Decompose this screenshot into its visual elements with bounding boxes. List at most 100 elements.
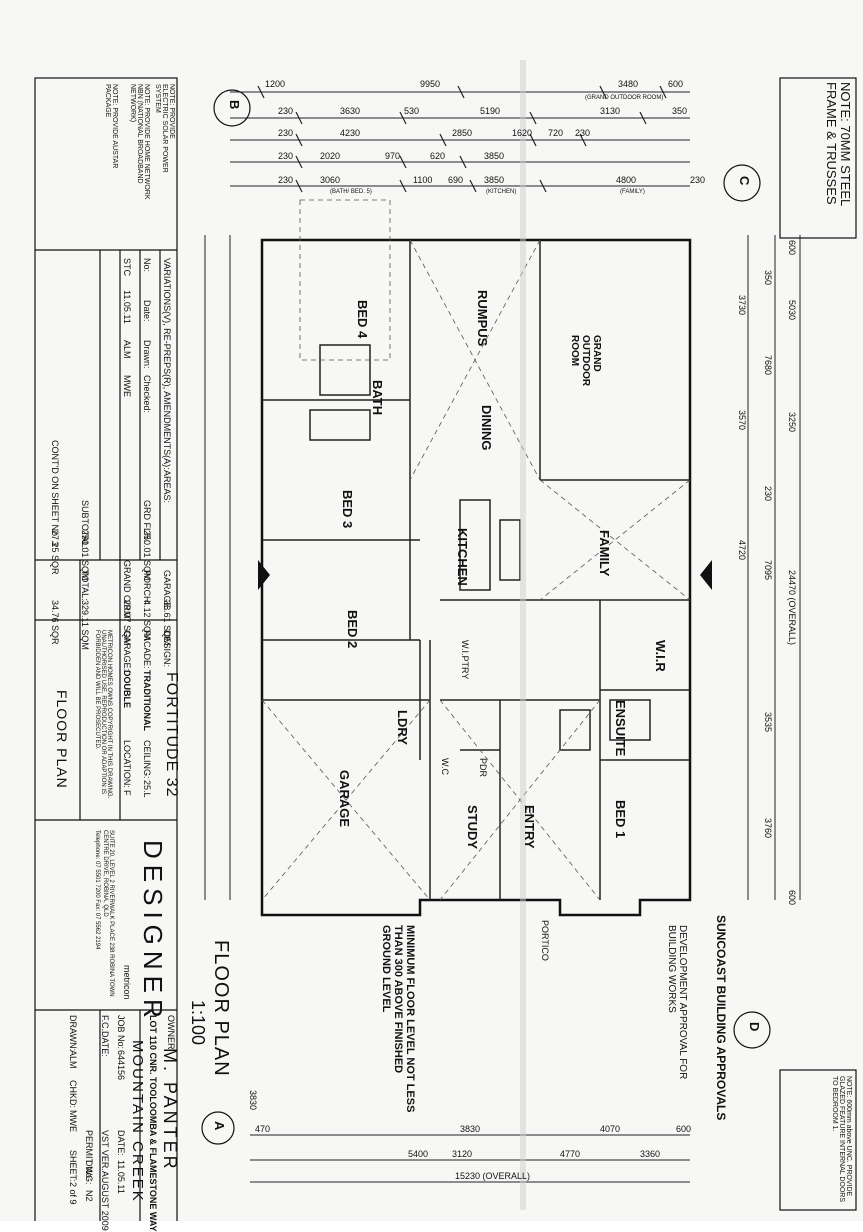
dim-bottom-3: 15230 (OVERALL) [455,1171,531,1181]
sheet-title-small: FLOOR PLAN [54,690,70,789]
design-name: FORTITUDE 32 [163,672,180,798]
fc-date-label: F.C.DATE: [100,1015,110,1057]
section-marker-c: C [737,176,752,186]
dim-top-2-5: 350 [672,106,688,116]
variations-heading: VARIATIONS(V), RE-PREPS(R), AMENDMENTS(A… [162,258,172,470]
company-name: DESIGNER [138,840,168,1024]
room-entry: ENTRY [522,805,537,849]
drawn-value: ALM [68,1050,78,1069]
room-dining: DINING [479,405,494,451]
dim-bottom-5: 4770 [560,1149,581,1159]
dim-right-4: 7680 [763,355,773,376]
dim-top-2-0: 230 [278,106,294,116]
room-study: STUDY [465,805,480,850]
dim-right-2: 3730 [737,295,747,316]
dwg-label: DWG: [84,1160,94,1185]
dim-top-1-1: 9950 [420,79,441,89]
location-label: LOCATION: [122,740,132,788]
areas-total-value: 329.11 SQM [80,600,90,650]
dim-top-3-0: 230 [278,128,294,138]
dim-top-5-1: 3060 [320,175,341,185]
dim-top-5-4: 3850 [484,175,505,185]
dim-bottom-2: 5400 [408,1149,429,1159]
garage-type-value: DOUBLE [122,670,132,708]
dim-right-12: 3760 [763,818,773,839]
dim-top-3-5: 230 [575,128,591,138]
dim-top-1-3: 600 [668,79,684,89]
company-address: SUITE 20, LEVEL 2 RIVERWALK PLACE 238 RO… [102,830,114,997]
dim-right-6: 3250 [787,412,797,433]
room-garage: GARAGE [337,770,352,828]
dim-top-5-sub-3: (FAMILY) [620,189,645,195]
areas-total-label: TOTAL: [80,570,90,601]
dim-right-13: 600 [787,890,797,906]
note-steel-frame: NOTE: 70MM STEEL FRAME & TRUSSES [824,82,853,206]
dim-top-4-4: 3850 [484,151,505,161]
room-rumpus: RUMPUS [475,290,490,347]
areas-total-squares: 34.76 SQR [50,600,60,645]
dim-right-8: 4720 [737,540,747,561]
stamp-suncoast: SUNCOAST BUILDING APPROVALS [714,915,728,1121]
facade-value: TRADITIONAL [142,670,152,731]
dim-bottom-4: 3120 [452,1149,473,1159]
room-family: FAMILY [597,530,612,577]
note-austar: NOTE: PROVIDE AUSTAR PACKAGE [104,84,118,169]
dim-right-5: 3570 [737,410,747,431]
dim-top-3-1: 4230 [340,128,361,138]
room-wc: W.C [440,758,450,775]
date-label: DATE: [116,1130,126,1156]
room-kitchen: KITCHEN [455,528,470,586]
dwg-value: N2 [84,1190,94,1202]
lot-address: LOT 110 CNR. TOOLOOMBA & FLAMESTONE WAY [148,1015,158,1232]
dim-top-4-0: 230 [278,151,294,161]
dim-top-4-3: 620 [430,151,446,161]
dim-top-1-2: 3480 [618,79,639,89]
variations-col-drawn: Drawn: [142,340,152,369]
sheet-title: FLOOR PLAN [210,940,232,1077]
owner-name: M. PANTER [160,1048,180,1172]
dim-top-3-2: 2850 [452,128,473,138]
section-marker-a: A [212,1121,227,1131]
dim-top-2-2: 530 [404,106,420,116]
variation-1-checked: MWE [122,375,132,397]
dim-bottom-1: 4070 [600,1124,621,1134]
dim-right-3: 5030 [787,300,797,321]
dim-right-7: 230 [763,486,773,502]
dim-top-5-5: 4800 [616,175,637,185]
sheet-no-value: 2 of 9 [68,1182,78,1205]
note-solar: NOTE: PROVIDE ELECTRIC SOLAR POWER SYSTE… [154,84,175,173]
dim-right-9: 7095 [763,560,773,581]
dim-top-2-1: 3630 [340,106,361,116]
room-grand-outdoor: GRAND OUTDOOR ROOM [569,335,602,387]
room-bed1: BED 1 [613,800,628,839]
dim-top-2-3: 5190 [480,106,501,116]
room-bath: BATH [370,380,385,416]
location-value: F [122,790,132,796]
dim-bottom-7: 470 [255,1124,271,1134]
dim-top-3-3: 1620 [512,128,533,138]
dim-bottom-8: 600 [676,1124,692,1134]
room-wir: W.I.R [653,640,668,672]
dim-top-1-0: 1200 [265,79,286,89]
dim-top-5-sub-0: (BATH/ BED. 5) [330,189,372,195]
note-floor-level: MINIMUM FLOOR LEVEL NOT LESS THAN 300 AB… [380,925,416,1113]
variation-1-date: 11.05.11 [122,290,132,324]
variation-1-drawn: ALM [122,340,132,359]
ceiling-label: CEILING: [142,740,152,779]
date-value: 11.05.11 [116,1160,126,1194]
dim-right-1: 350 [763,270,773,286]
company-phone: Telephone: 07 5501 7200 Fax: 07 5562 219… [94,830,100,950]
section-marker-d: D [747,1022,762,1032]
dim-top-4-2: 970 [385,151,401,161]
dim-bottom-0: 3830 [248,1090,258,1111]
variation-1-no: STC [122,258,132,276]
garage-type-label: GARAGE: [122,630,132,672]
ceiling-value: 25.L [142,780,152,798]
dim-top-5-sub-2: (KITCHEN) [486,189,517,195]
sheet-scale: 1:100 [188,1000,208,1046]
facade-label: FACADE: [142,630,152,669]
room-porch: PORTICO [540,920,550,961]
vst-version: VST VER.AUGUST 2009 [100,1130,110,1231]
